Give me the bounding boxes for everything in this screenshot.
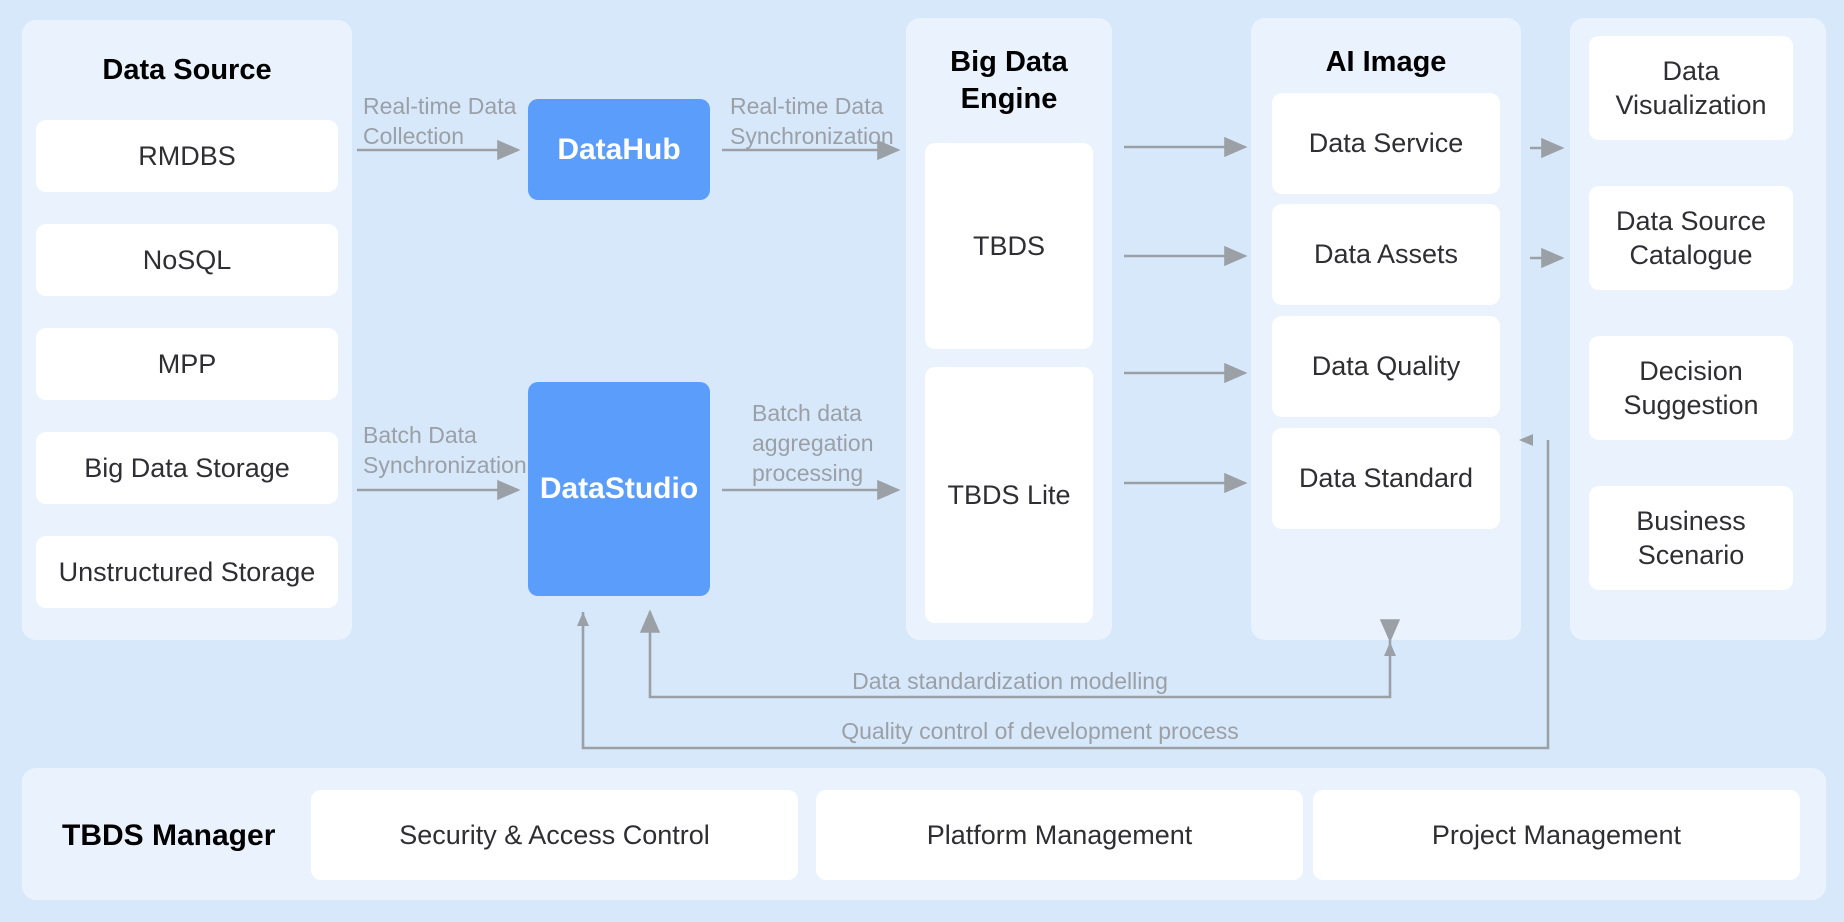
panel-title-big-data-engine: Big Data Engine — [950, 46, 1068, 116]
card-data-quality[interactable]: Data Quality — [1272, 316, 1500, 417]
card-mpp[interactable]: MPP — [36, 328, 338, 400]
card-data-visualization[interactable]: Data Visualization — [1589, 36, 1793, 140]
arrowhead-quality-to-datastudio — [577, 612, 589, 626]
card-platform-management[interactable]: Platform Management — [816, 790, 1303, 880]
card-security-access-control[interactable]: Security & Access Control — [311, 790, 798, 880]
box-datastudio[interactable]: DataStudio — [528, 382, 710, 596]
card-big-data-storage[interactable]: Big Data Storage — [36, 432, 338, 504]
card-data-standard[interactable]: Data Standard — [1272, 428, 1500, 529]
label-realtime-collection: Real-time Data Collection — [363, 93, 517, 149]
label-batch-aggregation: Batch data aggregation processing — [752, 400, 874, 486]
card-decision-suggestion[interactable]: Decision Suggestion — [1589, 336, 1793, 440]
panel-title-ai-image: AI Image — [1325, 46, 1447, 78]
tbds-manager-title: TBDS Manager — [62, 819, 276, 852]
arrowhead-standardization-to-data-standard — [1384, 642, 1396, 656]
card-data-assets[interactable]: Data Assets — [1272, 204, 1500, 305]
arrowhead-quality-to-data-quality — [1519, 434, 1533, 446]
card-nosql[interactable]: NoSQL — [36, 224, 338, 296]
label-batch-sync: Batch Data Synchronization — [363, 422, 527, 478]
arrowhead-standardization-to-datastudio — [644, 612, 656, 626]
card-project-management[interactable]: Project Management — [1313, 790, 1800, 880]
panel-title-data-source: Data Source — [102, 54, 272, 86]
box-datahub[interactable]: DataHub — [528, 99, 710, 200]
label-data-standardization-modelling: Data standardization modelling — [852, 668, 1168, 694]
card-data-source-catalogue[interactable]: Data Source Catalogue — [1589, 186, 1793, 290]
card-business-scenario[interactable]: Business Scenario — [1589, 486, 1793, 590]
label-realtime-sync: Real-time Data Synchronization — [730, 93, 894, 149]
card-tbds-lite[interactable]: TBDS Lite — [925, 367, 1093, 623]
card-tbds[interactable]: TBDS — [925, 143, 1093, 349]
card-unstructured-storage[interactable]: Unstructured Storage — [36, 536, 338, 608]
label-quality-control: Quality control of development process — [841, 718, 1239, 744]
card-rmdbs[interactable]: RMDBS — [36, 120, 338, 192]
card-data-service[interactable]: Data Service — [1272, 93, 1500, 194]
